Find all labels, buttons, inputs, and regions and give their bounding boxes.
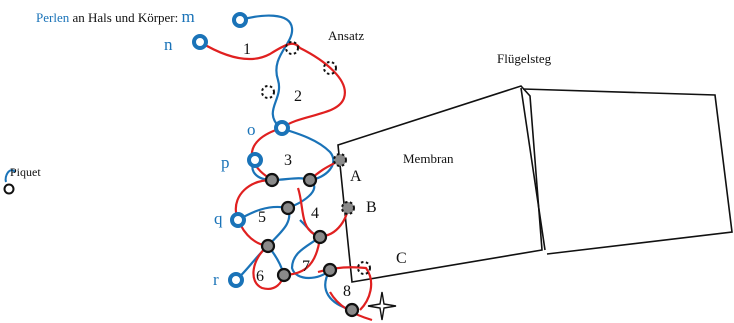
membrane-outline: [337, 85, 543, 283]
piquet-pin: [3, 183, 15, 195]
bead-m: [232, 12, 248, 28]
ansatz-label: Ansatz: [328, 28, 364, 43]
red-thread-top: [199, 41, 346, 129]
bead-cross-4: [312, 229, 328, 245]
bead-cross-5: [260, 238, 276, 254]
dotted-bead-a: [333, 153, 347, 167]
bead-letter-r: r: [213, 270, 219, 289]
bead-letter-p: p: [221, 153, 230, 172]
bead-cross-8: [344, 302, 360, 318]
piquet-label: Piquet: [10, 165, 41, 179]
red-thread-4: [296, 187, 350, 237]
loop-number-8: 8: [343, 283, 351, 300]
dotted-beads: [261, 41, 371, 275]
loop-number-2: 2: [294, 88, 302, 105]
bead-q: [230, 212, 246, 228]
bead-cross-2: [302, 172, 318, 188]
dotted-bead-right: [323, 61, 337, 75]
blue-thread-top: [239, 14, 294, 129]
bead-letter-m: m: [182, 7, 195, 26]
bead-cross-7: [322, 262, 338, 278]
blue-thread-o-right: [279, 126, 335, 182]
bead-r: [228, 272, 244, 288]
piquet-thread: [4, 169, 16, 183]
bead-n: [192, 34, 208, 50]
membran-label: Membran: [403, 151, 454, 166]
loop-number-6: 6: [256, 268, 264, 285]
bead-o: [274, 120, 290, 136]
fluegelsteg-label: Flügelsteg: [497, 51, 552, 66]
start-beads: [192, 12, 290, 288]
perlen-word: Perlen: [36, 10, 70, 25]
bead-cross-1: [264, 172, 280, 188]
loop-number-7: 7: [302, 258, 310, 275]
loop-number-3: 3: [284, 152, 292, 169]
loop-number-5: 5: [258, 209, 266, 226]
dotted-bead-c: [357, 261, 371, 275]
red-thread-5: [234, 178, 273, 248]
loop-numbers: 1 2 3 4 5 6 7 8: [243, 41, 351, 300]
crossing-beads: [260, 172, 360, 318]
point-c-label: C: [396, 250, 407, 267]
loop-number-1: 1: [243, 41, 251, 58]
dotted-bead-left: [261, 85, 275, 99]
bead-p: [247, 152, 263, 168]
bead-letter-q: q: [214, 209, 223, 228]
bead-cross-6: [276, 267, 292, 283]
header-rest: an Hals und Körper:: [69, 10, 181, 25]
wing-bar-outline: [520, 87, 733, 255]
dotted-bead-ansatz: [285, 41, 299, 55]
point-b-label: B: [366, 199, 377, 216]
bead-cross-3: [280, 200, 296, 216]
header-title: Perlen an Hals und Körper: m: [36, 7, 195, 26]
dotted-bead-b: [341, 201, 355, 215]
point-a-label: A: [350, 168, 362, 185]
bead-letter-n: n: [164, 35, 173, 54]
bead-letter-o: o: [247, 120, 256, 139]
loop-number-4: 4: [311, 205, 319, 222]
end-star-icon: [367, 291, 397, 321]
blue-thread-p: [251, 159, 316, 210]
